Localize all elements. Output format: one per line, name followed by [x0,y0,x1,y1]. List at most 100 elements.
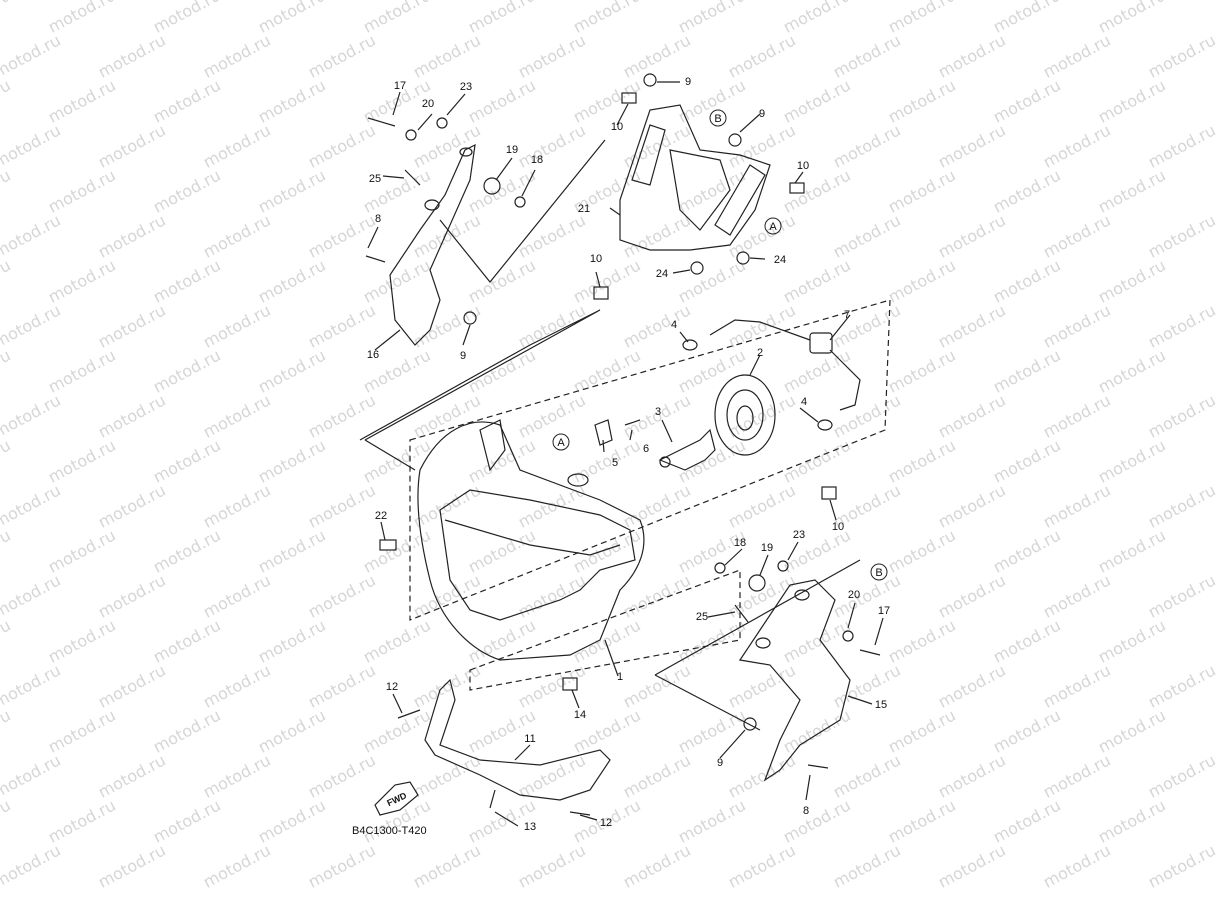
screw-13 [489,789,496,809]
frame-upper-left-2 [364,439,416,471]
collar-18-top [514,196,526,208]
mount-hole-a [567,473,589,487]
bolt-8-top [365,255,386,263]
rubber-22 [379,539,397,551]
callout-1: 1 [617,671,623,683]
callout-19-top: 19 [506,144,518,156]
callout-16: 16 [367,349,379,361]
washer-20-top [405,129,417,141]
clip-10-lower [821,486,837,500]
damper-19-lower [748,574,766,592]
callout-25-lower: 25 [696,611,708,623]
callout-18-top: 18 [531,154,543,166]
callout-14: 14 [574,709,586,721]
callout-10-top: 10 [611,121,623,133]
callout-6: 6 [643,443,649,455]
ref-circle-b-2 [870,563,888,581]
clip-14 [562,677,578,691]
grommet-9-left [463,311,477,325]
bolt-25-lower [734,604,749,623]
upper-cover [619,104,771,251]
callout-2: 2 [757,347,763,359]
ref-letter-b-2: B [875,567,882,579]
callout-20-lower: 20 [848,589,860,601]
grommet-24-right [736,251,750,265]
screw-6 [624,419,641,426]
fwd-arrow [374,781,419,816]
frame-lower-right-2 [654,674,761,731]
callout-20-top: 20 [422,98,434,110]
headlight-lens-outline [439,489,636,621]
callout-24-right: 24 [774,254,786,266]
headlight-rim [714,374,776,456]
callout-23-lower: 23 [793,529,805,541]
bolt-17-top [367,117,396,127]
ref-letter-a-1: A [557,437,565,449]
bracket-16 [389,143,476,346]
lower-cover-11 [424,678,611,801]
callout-23-top: 23 [460,81,472,93]
headlight-housing [417,421,645,661]
screw-12-right [569,811,591,816]
callout-3: 3 [655,406,661,418]
callout-8-top: 8 [375,213,381,225]
callout-10-right: 10 [797,160,809,172]
ref-circle-a-2 [764,217,782,235]
dashed-frame-main [409,299,891,621]
callout-18-lower: 18 [734,537,746,549]
connector-7 [809,332,833,354]
callout-11: 11 [524,733,535,745]
frame-lower-right [654,559,861,676]
callout-10-lower: 10 [832,521,844,533]
callout-12-left: 12 [386,681,398,693]
bolt-25-top [404,169,421,186]
clip-10-mid [593,286,609,300]
ref-letter-b-1: B [714,113,721,125]
callout-15: 15 [875,699,887,711]
clip-10-top [621,92,637,104]
callout-19-lower: 19 [761,542,773,554]
callout-12-right: 12 [600,817,612,829]
bulb [658,428,716,471]
upper-cover-vent-right [714,164,766,236]
screw-23-top [436,117,448,129]
callout-9-top: 9 [685,76,691,88]
callout-24-left: 24 [656,268,668,280]
frame-upper-left [359,309,601,441]
screw-12-left [397,709,421,719]
ref-circle-b-1 [709,109,727,127]
dashed-frame-lower [469,569,741,691]
upper-cover-inner [669,149,731,231]
screw-23-lower [777,560,789,572]
clip-5 [594,419,613,446]
ref-letter-a-2: A [769,221,777,233]
callout-9-lower: 9 [717,757,723,769]
callout-17-lower: 17 [878,605,890,617]
callout-8-lower: 8 [803,805,809,817]
callout-5: 5 [612,457,618,469]
callout-25-top: 25 [369,173,381,185]
callout-7: 7 [844,309,850,321]
headlight-mount-tab [479,419,506,472]
washer-20-lower [842,630,854,642]
callout-4-left: 4 [671,319,677,331]
callout-13: 13 [524,821,536,833]
small-bulb-right [817,419,833,431]
upper-cover-vent-left [631,124,666,186]
callout-9-left: 9 [460,350,466,362]
bolt-8-lower [807,764,829,769]
bolt-17-lower [859,649,881,656]
ref-circle-a-1 [552,433,570,451]
grommet-9-top [643,73,657,87]
grommet-24-left [690,261,704,275]
callout-4-right: 4 [801,396,807,408]
damper-19-top [483,177,501,195]
clip-10-right [789,182,805,194]
callout-21: 21 [578,203,590,215]
diagram-code-label: B4C1300-T420 [352,825,427,837]
headlight-rim-inner [726,389,764,441]
grommet-9-lower [743,717,757,731]
callout-10-mid: 10 [590,253,602,265]
headlight-rim-center [736,405,754,431]
